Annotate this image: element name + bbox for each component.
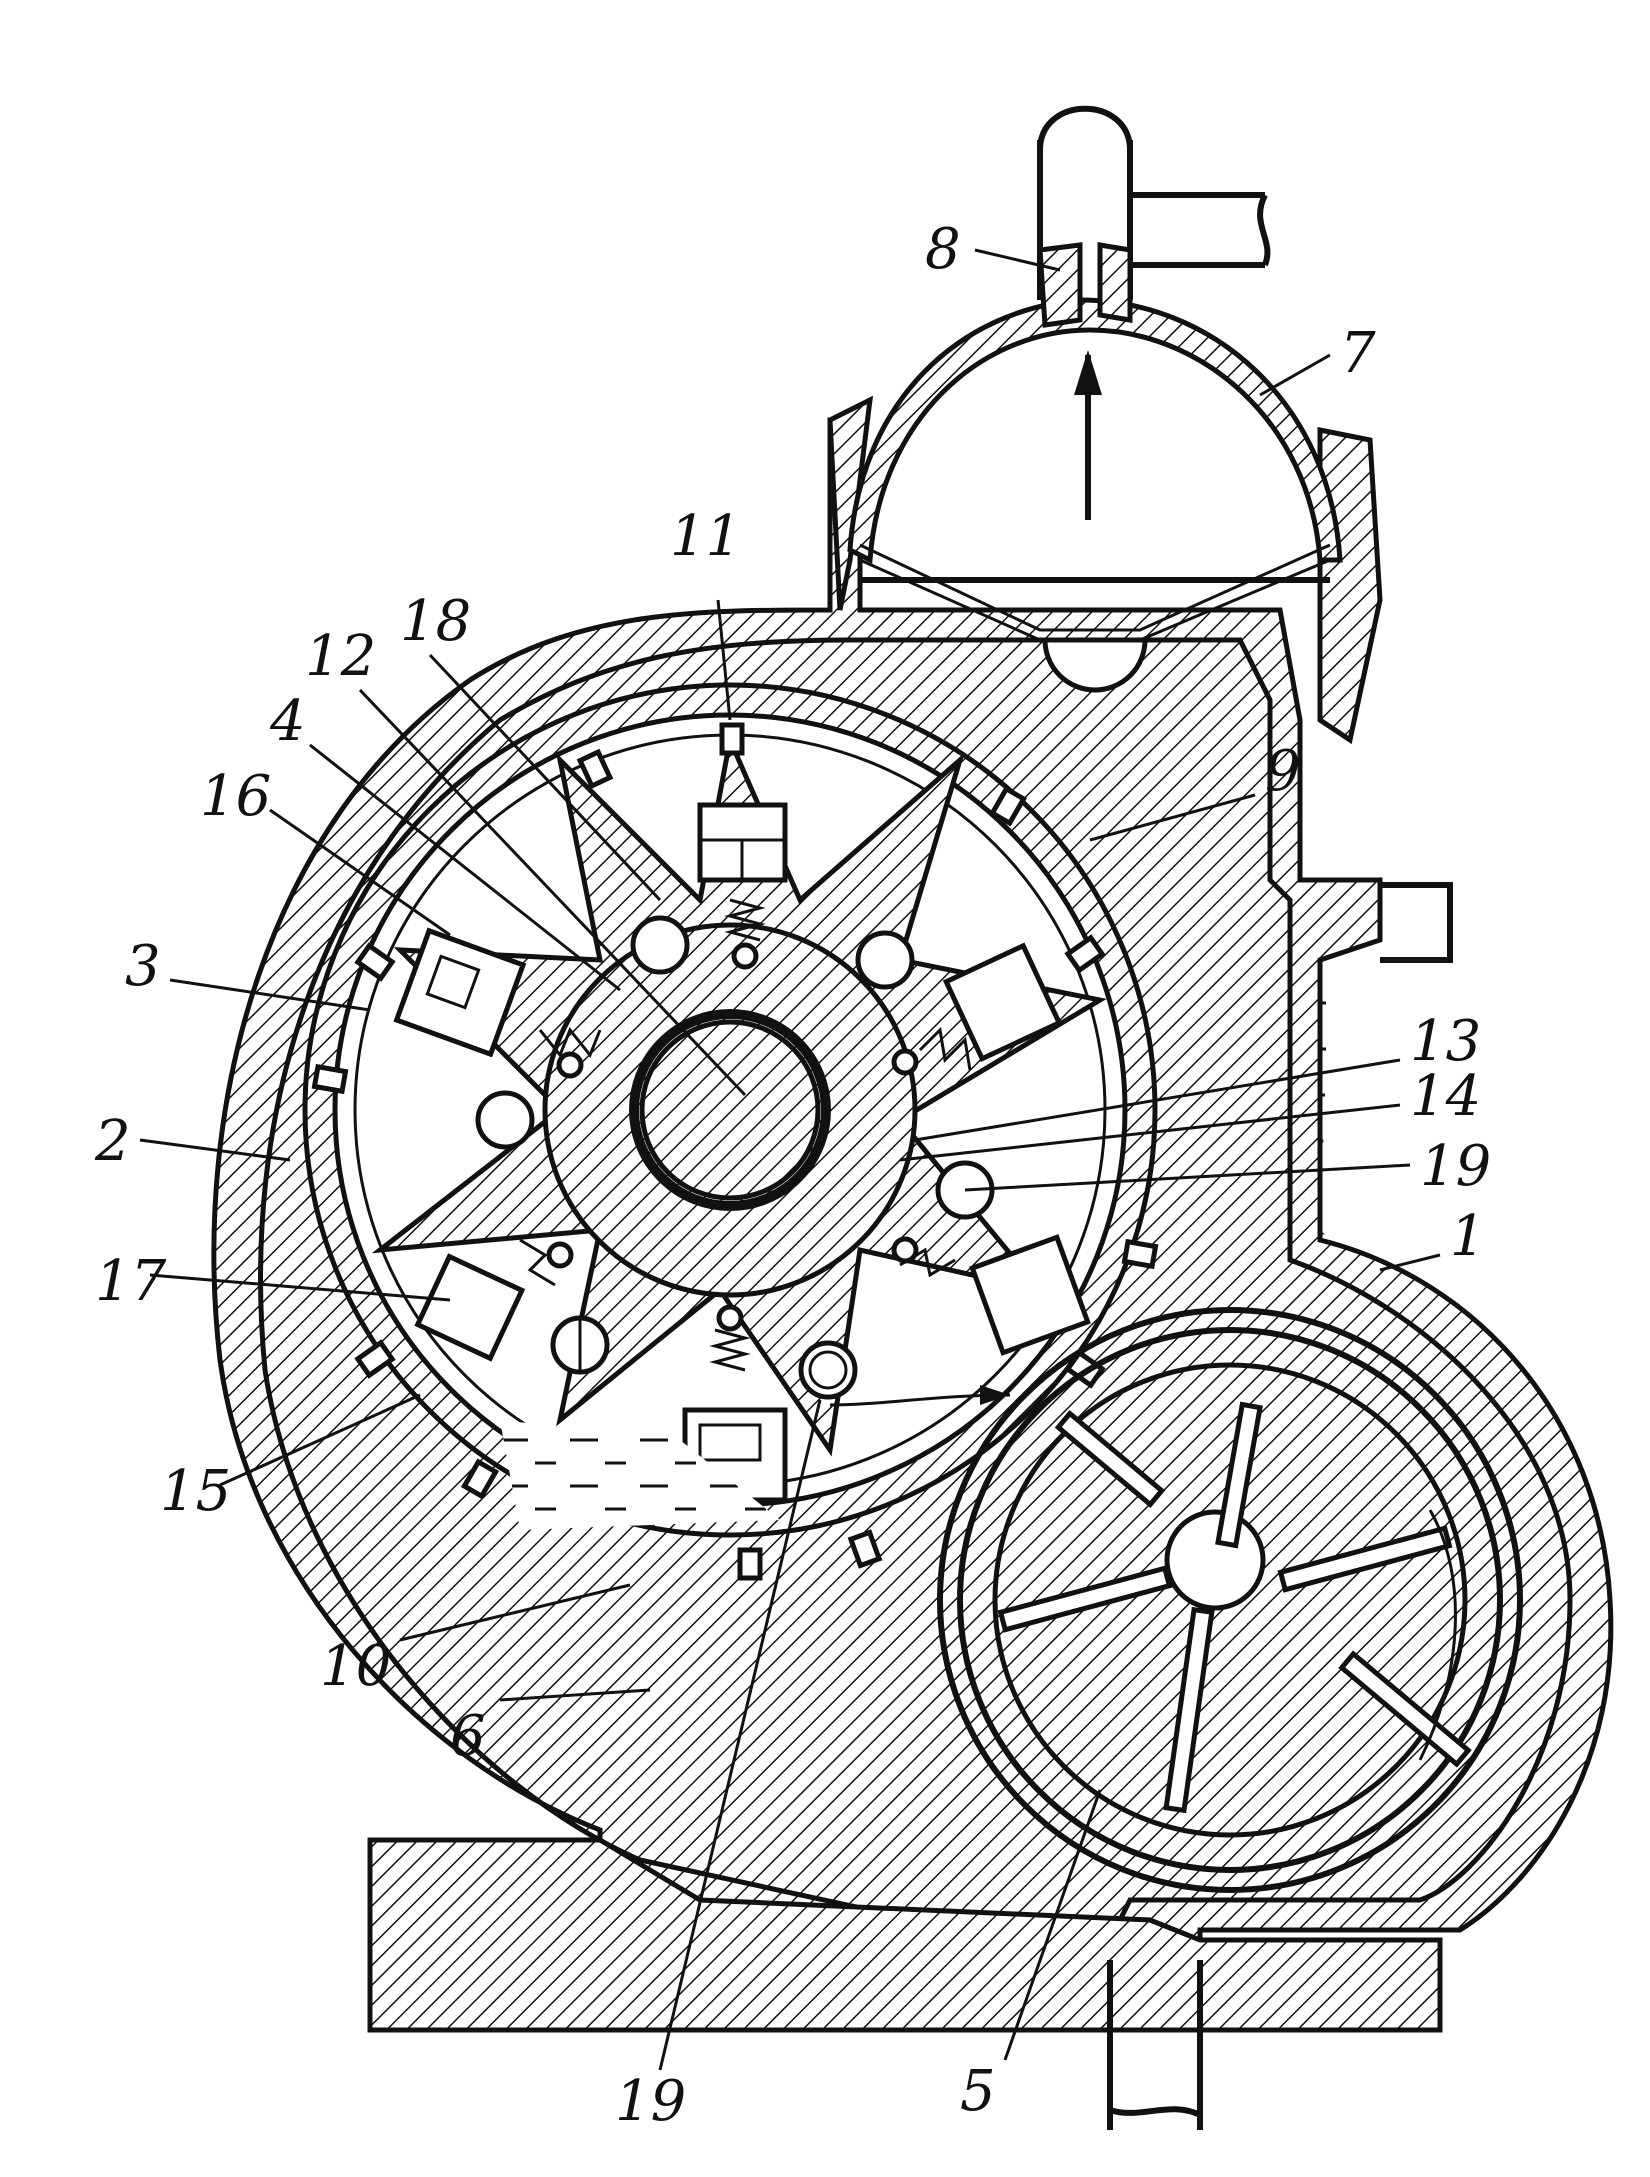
callout-17: 17 — [95, 1249, 167, 1314]
vane-slot-top — [697, 802, 788, 883]
outlet-cap — [1037, 105, 1133, 151]
separator-cradle-left — [827, 395, 874, 611]
top-outlet — [1037, 105, 1271, 328]
roller-ball-inner — [808, 1350, 848, 1390]
callout-6: 6 — [450, 1704, 486, 1769]
callout-8: 8 — [925, 217, 961, 282]
separator-shell — [847, 297, 1343, 564]
impeller-rotation-arc — [1418, 1509, 1457, 1761]
callout-5: 5 — [960, 2059, 996, 2124]
callout-12: 12 — [305, 624, 376, 689]
vane-slot-right-upper — [942, 942, 1063, 1063]
leader-lines — [139, 248, 1441, 2071]
outlet-neck-left — [1037, 242, 1083, 328]
liquid-rotor-pocket — [500, 1420, 780, 1530]
callout-19-upper: 19 — [1420, 1134, 1491, 1199]
flow-arrow-head — [1074, 350, 1102, 395]
impeller-blades — [997, 1401, 1472, 1814]
drain-pipe-break — [1109, 2106, 1202, 2118]
spring-left — [538, 1027, 602, 1079]
spring-top — [724, 898, 766, 970]
callout-15: 15 — [160, 1459, 231, 1524]
base-foot — [367, 1837, 1443, 2033]
roller-ball — [475, 1090, 535, 1150]
drain-pipe — [1107, 1960, 1203, 2130]
spring-lower-right — [891, 1236, 956, 1278]
callout-14: 14 — [1410, 1064, 1481, 1129]
callout-7: 7 — [1340, 321, 1376, 386]
roller-ball — [855, 930, 915, 990]
callout-1: 1 — [1450, 1204, 1486, 1269]
float-ball — [1042, 637, 1148, 693]
impeller-casing-inner — [957, 1327, 1503, 1873]
spring-bottom — [709, 1304, 751, 1372]
callout-10: 10 — [320, 1634, 391, 1699]
vane-slot-left — [393, 927, 527, 1058]
roller-ball — [630, 915, 690, 975]
callout-2: 2 — [94, 1109, 131, 1174]
spring-right — [891, 1026, 972, 1076]
spring-lower-left — [519, 1238, 574, 1287]
separator-dome — [847, 297, 1343, 693]
impeller-hub — [1164, 1509, 1266, 1611]
outlet-neck-right — [1097, 242, 1133, 323]
impeller-casing-outer — [937, 1307, 1523, 1893]
auxiliary-impeller — [937, 1307, 1523, 1893]
separator-cradle-right — [1317, 426, 1383, 745]
drive-shaft-core — [639, 1019, 821, 1201]
callout-11: 11 — [670, 504, 741, 569]
right-port-pipe — [1380, 882, 1453, 963]
callout-18: 18 — [400, 589, 471, 654]
inner-flow-arrowhead — [980, 1385, 1010, 1405]
callout-4: 4 — [269, 689, 306, 754]
callout-16: 16 — [200, 764, 271, 829]
vane-slot-right-lower — [969, 1234, 1091, 1356]
callout-13: 13 — [1410, 1009, 1481, 1074]
rim-lugs — [311, 722, 1159, 1581]
main-rotor-assembly — [302, 682, 1159, 1581]
callout-9: 9 — [1265, 739, 1301, 804]
vane-slot-left-lower — [414, 1253, 526, 1362]
callout-3: 3 — [125, 934, 161, 999]
drive-shaft — [629, 1009, 831, 1211]
callout-labels: 8 7 11 18 12 4 16 9 3 13 14 2 19 1 17 15… — [94, 217, 1491, 2134]
outlet-branch-break — [1257, 193, 1271, 267]
outlet-branch — [1130, 192, 1265, 268]
baffle-struts — [859, 543, 1331, 642]
callout-19-lower: 19 — [615, 2069, 686, 2134]
